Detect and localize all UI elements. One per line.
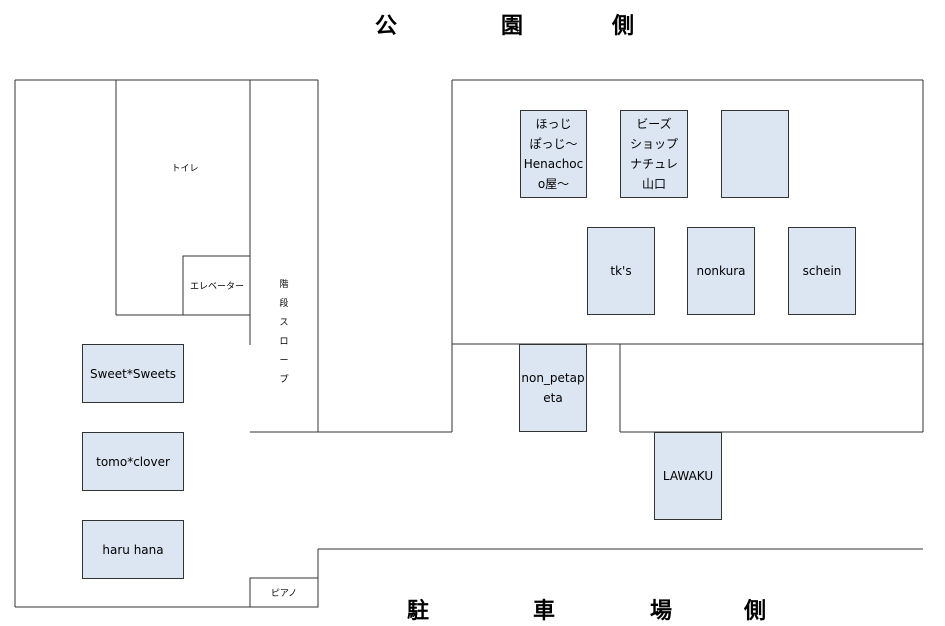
park-side-title: 公 園 側 [360, 8, 635, 40]
booth-sweet-sweets[interactable]: Sweet*Sweets [82, 344, 184, 403]
parking-side-title: 駐 車 場 側 [398, 593, 860, 625]
booth-hojji[interactable]: ほっじ ぽっじ〜 Henachoc o屋〜 [520, 110, 587, 198]
booth-haru-hana[interactable]: haru hana [82, 520, 184, 579]
piano-label: ピアノ [270, 589, 298, 599]
booth-tomo-clover[interactable]: tomo*clover [82, 432, 184, 491]
booth-empty[interactable] [721, 110, 789, 198]
title-char: 園 [500, 14, 523, 39]
booth-nonkura[interactable]: nonkura [687, 227, 755, 315]
toilet-label: トイレ [171, 164, 199, 174]
booth-beads-shop[interactable]: ビーズ ショップ ナチュレ 山口 [620, 110, 688, 198]
booth-non-petapeta[interactable]: non_petap eta [519, 344, 587, 432]
title-char: 車 [532, 599, 555, 624]
booth-tks[interactable]: tk's [587, 227, 655, 315]
title-char: 公 [374, 14, 397, 39]
elevator-room [182, 255, 251, 316]
stairs-slope-label: 階 段 ス ロ ー プ [279, 280, 289, 385]
title-char: 側 [612, 14, 635, 39]
title-char: 駐 [406, 599, 429, 624]
title-char: 側 [743, 599, 766, 624]
elevator-label: エレベーター [189, 282, 244, 292]
booth-schein[interactable]: schein [788, 227, 856, 315]
booth-lawaku[interactable]: LAWAKU [654, 432, 722, 520]
